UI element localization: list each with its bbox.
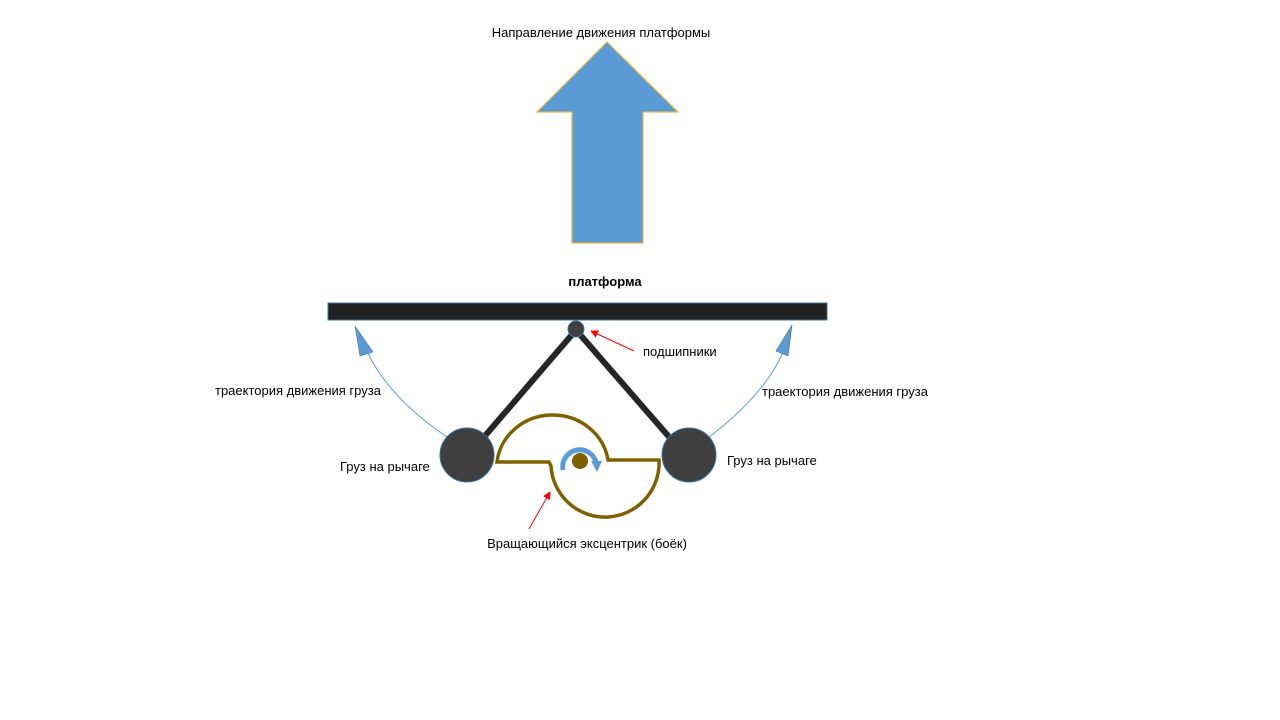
- trajectory-left: [363, 344, 448, 438]
- eccentric-pointer: [528, 491, 551, 530]
- bearings-label: подшипники: [643, 344, 717, 359]
- trajectory-right-arrowhead: [775, 324, 793, 357]
- lever-left: [481, 328, 579, 439]
- weight-left-label: Груз на рычаге: [340, 459, 430, 474]
- direction-title: Направление движения платформы: [492, 25, 711, 40]
- trajectory-left-arrowhead: [354, 325, 374, 357]
- weight-left: [439, 427, 495, 483]
- lever-right: [573, 328, 673, 440]
- weight-right-label: Груз на рычаге: [727, 453, 817, 468]
- trajectory-right: [708, 349, 785, 438]
- trajectory-left-label: траектория движения груза: [215, 383, 382, 398]
- bearing: [567, 320, 585, 338]
- trajectory-right-label: траектория движения груза: [762, 384, 929, 399]
- weight-right: [661, 427, 717, 483]
- platform-direction-arrow: [535, 41, 680, 244]
- eccentric: [495, 413, 661, 519]
- platform-label: платформа: [568, 274, 642, 289]
- rotation-arrow-icon: [560, 447, 599, 471]
- bearing-pointer: [590, 330, 635, 352]
- rotation-arrowhead: [591, 461, 602, 472]
- eccentric-axle: [572, 453, 588, 469]
- platform: [327, 302, 828, 321]
- eccentric-label: Вращающийся эксцентрик (боёк): [487, 536, 687, 551]
